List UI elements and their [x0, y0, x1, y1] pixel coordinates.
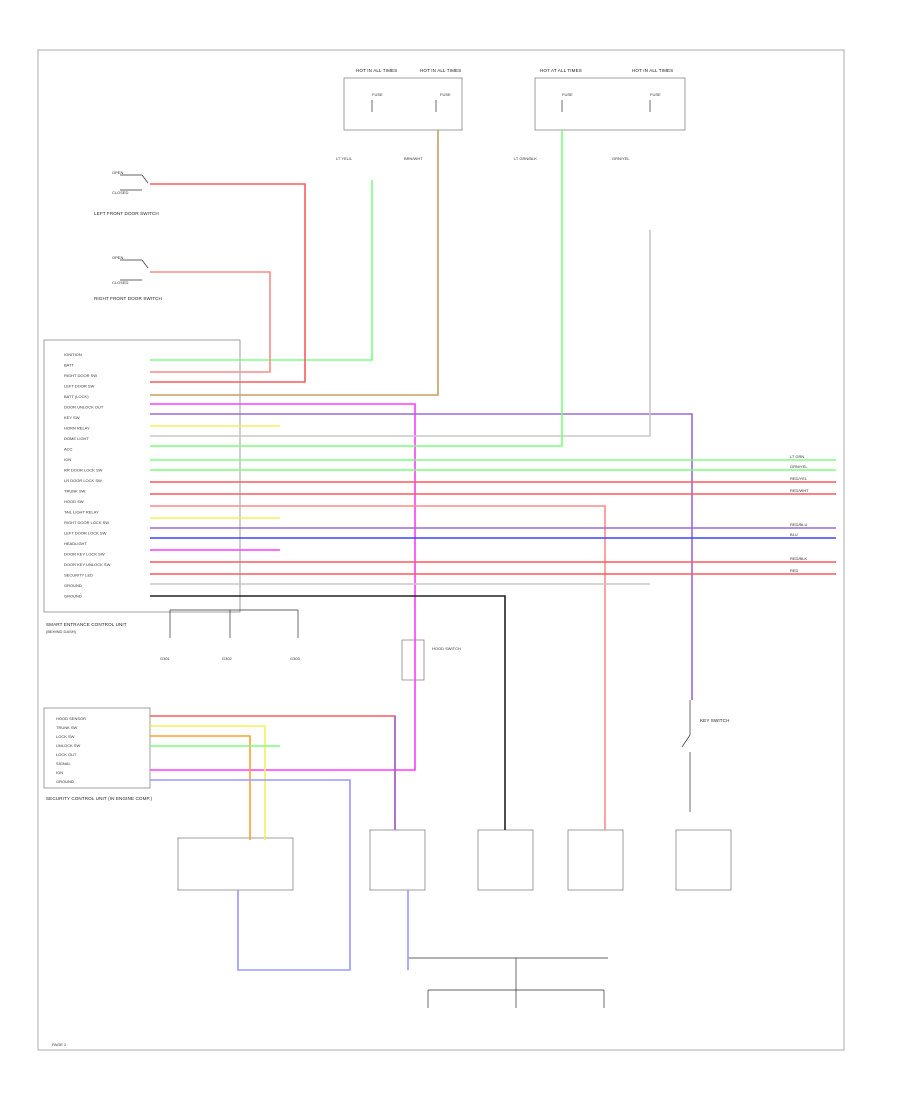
fuse-label-3: HOT AT ALL TIMES [540, 68, 582, 73]
control-unit-pin-22: SECURITY LED [64, 573, 93, 578]
wire-ltgreen-acc [150, 130, 563, 447]
fuse-block-right: HOT AT ALL TIMES HOT IN ALL TIMES FUSE F… [534, 68, 686, 131]
right-door-closed: CLOSED [112, 280, 129, 285]
wire-magenta-unlock [150, 403, 416, 771]
diagram-border [37, 49, 845, 1051]
control-unit-pin-19: HEADLIGHT [64, 541, 87, 546]
fuse-block-left: HOT IN ALL TIMES HOT IN ALL TIMES FUSE F… [343, 68, 463, 131]
wire-gray-dome [150, 230, 651, 437]
right-door-open: OPEN [112, 255, 123, 260]
hood-switch: HOOD SWITCH [401, 639, 461, 681]
fuse-text-4: FUSE [650, 92, 661, 97]
ground-3-label: G303 [290, 656, 301, 661]
hood-switch-label: HOOD SWITCH [432, 646, 461, 651]
right-edge-tags: LT GRN GRN/YEL RED/YEL RED/WHT RED/BLU BLU RED… [790, 454, 809, 573]
security-unit-pin-2: TRUNK SW [56, 725, 78, 730]
wire-purple-keysw [150, 413, 693, 700]
fuse-text-1: FUSE [372, 92, 383, 97]
security-unit-label: SECURITY CONTROL UNIT (IN ENGINE COMP.) [46, 796, 152, 801]
right-door-switch: RIGHT FRONT DOOR SWITCH OPEN CLOSED [94, 255, 162, 301]
control-unit-pin-20: DOOR KEY LOCK SW [64, 552, 105, 557]
page-number: PAGE 1 [52, 1042, 67, 1047]
wire-layer [150, 130, 836, 971]
control-unit-pin-17: RIGHT DOOR LOCK SW [64, 520, 109, 525]
wire-pink-rdoor [150, 271, 271, 373]
control-unit-pin-4: LEFT DOOR SW [64, 384, 95, 389]
left-door-closed: CLOSED [112, 190, 129, 195]
wire-lavender-sig [150, 779, 351, 971]
left-door-switch-label: LEFT FRONT DOOR SWITCH [94, 211, 159, 216]
wire-red-ldoor [150, 183, 306, 383]
key-switch: KEY SWITCH [681, 700, 730, 812]
control-unit-pin-13: LR DOOR LOCK SW [64, 478, 102, 483]
left-door-switch: LEFT FRONT DOOR SWITCH OPEN CLOSED [94, 170, 159, 216]
wire-red-tail [150, 505, 606, 830]
fuse-text-3: FUSE [562, 92, 573, 97]
right-wire-tag-5: RED/BLU [790, 522, 807, 527]
security-unit-pin-6: SIGNAL [56, 761, 71, 766]
wire-tag-ltgrn: LT GRN/BLK [514, 156, 537, 161]
security-unit-pins: HOOD SENSOR TRUNK SW LOCK SW UNLOCK SW LOCK … [56, 716, 86, 784]
control-unit-pin-18: LEFT DOOR LOCK SW [64, 531, 107, 536]
control-unit-pin-5: BATT (LOCK) [64, 394, 89, 399]
fuse-label-4: HOT IN ALL TIMES [632, 68, 673, 73]
bottom-grounds [408, 957, 608, 1008]
control-unit-pins: IGNITION BATT RIGHT DOOR SW LEFT DOOR SW BAT… [64, 352, 111, 599]
ground-1-label: G301 [160, 656, 171, 661]
control-unit-label: SMART ENTRANCE CONTROL UNIT [46, 622, 127, 627]
left-door-open: OPEN [112, 170, 123, 175]
ground-2-label: G302 [222, 656, 233, 661]
wire-red-hoodsensor [150, 715, 396, 830]
control-unit-pin-24: GROUND [64, 594, 82, 599]
right-wire-tag-6: BLU [790, 532, 798, 537]
right-wire-tag-8: RED [790, 568, 799, 573]
control-unit-pin-12: RR DOOR LOCK SW [64, 468, 103, 473]
wire-tag-ltyel: LT YEL/L [336, 156, 353, 161]
control-unit-pin-8: HORN RELAY [64, 426, 90, 431]
right-wire-tag-4: RED/WHT [790, 488, 809, 493]
fuse-label-2: HOT IN ALL TIMES [420, 68, 461, 73]
control-unit-pin-23: GROUND [64, 583, 82, 588]
control-unit-pin-3: RIGHT DOOR SW [64, 373, 97, 378]
control-unit-pin-6: DOOR UNLOCK OUT [64, 405, 104, 410]
control-unit-pin-10: ACC [64, 447, 73, 452]
security-unit-pin-3: LOCK SW [56, 734, 75, 739]
right-wire-tag-2: GRN/YEL [790, 464, 808, 469]
right-door-switch-label: RIGHT FRONT DOOR SWITCH [94, 296, 162, 301]
security-unit-pin-1: HOOD SENSOR [56, 716, 86, 721]
control-unit-sublabel: (BEHIND DASH) [46, 629, 77, 634]
ground-group: G301 G302 G303 [160, 609, 301, 661]
right-wire-tag-7: RED/BLK [790, 556, 807, 561]
security-unit-pin-7: IGN [56, 770, 63, 775]
control-unit-pin-7: KEY SW [64, 415, 80, 420]
control-unit-pin-1: IGNITION [64, 352, 82, 357]
key-switch-label: KEY SWITCH [700, 718, 730, 723]
relay-boxes [177, 829, 732, 891]
security-unit-pin-8: GROUND [56, 779, 74, 784]
security-unit-pin-4: UNLOCK SW [56, 743, 80, 748]
control-unit-pin-21: DOOR KEY UNLOCK SW [64, 562, 111, 567]
control-unit-pin-14: TRUNK SW [64, 489, 86, 494]
right-wire-tag-3: RED/YEL [790, 476, 808, 481]
fuse-label-1: HOT IN ALL TIMES [356, 68, 397, 73]
security-unit-box [43, 707, 151, 789]
wire-green-ign [150, 180, 373, 361]
control-unit-pin-16: TAIL LIGHT RELAY [64, 510, 99, 515]
control-unit-pin-15: HOOD SW [64, 499, 84, 504]
control-unit-box [43, 339, 241, 613]
wire-black-gnd [150, 595, 506, 830]
control-unit-pin-2: BATT [64, 363, 74, 368]
wire-tag-brn: BRN/WHT [404, 156, 423, 161]
wire-orange-lock [150, 735, 251, 840]
control-unit-pin-9: DOME LIGHT [64, 436, 89, 441]
wire-tag-grnyel: GRN/YEL [612, 156, 630, 161]
control-unit-pin-11: IGN [64, 457, 71, 462]
wire-yellow-trunk [150, 725, 266, 840]
fuse-text-2: FUSE [440, 92, 451, 97]
wire-tan-batt [150, 130, 439, 396]
security-unit-pin-5: LOCK OUT [56, 752, 77, 757]
right-wire-tag-1: LT GRN [790, 454, 804, 459]
